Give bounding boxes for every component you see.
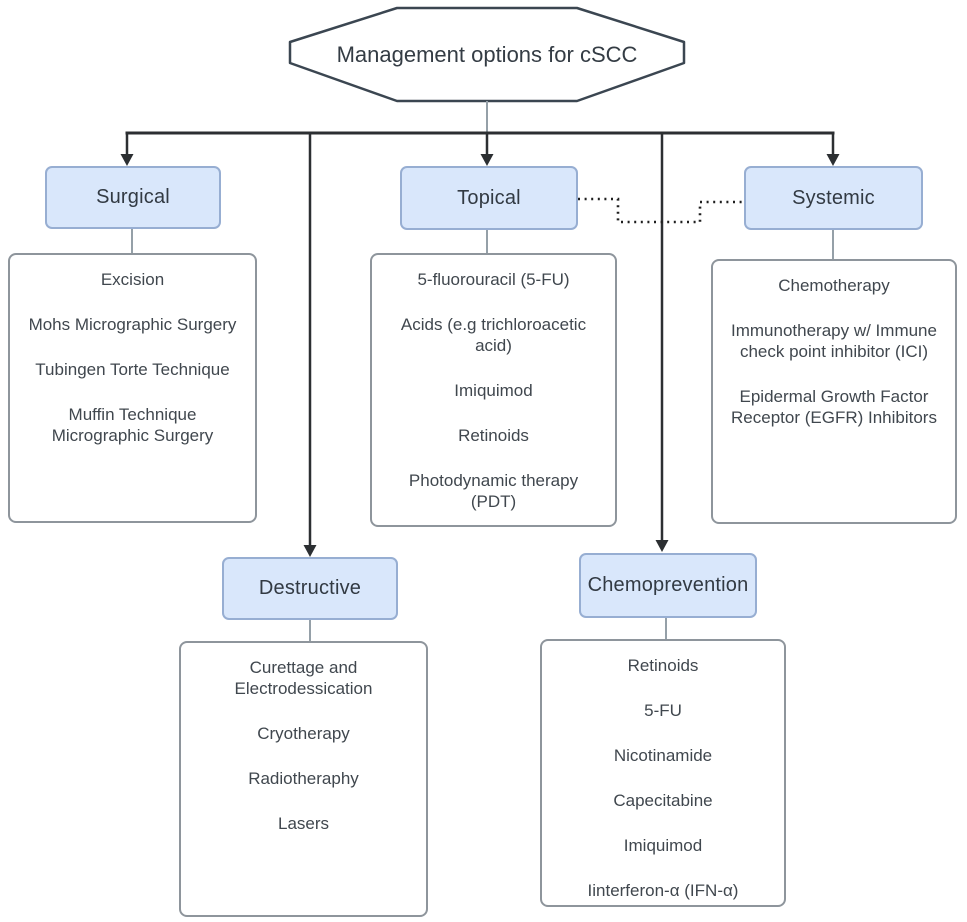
category-surgical: Surgical (45, 166, 221, 229)
category-surgical-label: Surgical (96, 186, 170, 208)
list-item: Mohs Micrographic Surgery (28, 315, 237, 335)
list-item: Retinoids (458, 426, 529, 446)
list-systemic: Chemotherapy Immunotherapy w/ Immune che… (711, 259, 957, 524)
list-item: Photodynamic therapy (PDT) (408, 471, 579, 512)
category-systemic-label: Systemic (792, 186, 875, 209)
list-item: Retinoids (627, 656, 699, 675)
arrowhead-systemic (826, 154, 840, 166)
category-systemic: Systemic (744, 166, 923, 230)
list-item: Immunotherapy w/ Immune check point inhi… (731, 321, 937, 362)
arrowhead-topical (480, 154, 494, 166)
list-destructive: Curettage and Electrodessication Cryothe… (179, 641, 428, 917)
dotted-link-topical-systemic (578, 197, 742, 224)
list-surgical: Excision Mohs Micrographic Surgery Tubin… (8, 253, 257, 523)
list-item: Epidermal Growth Factor Receptor (EGFR) … (731, 387, 937, 428)
list-item: Nicotinamide (613, 746, 713, 766)
list-item: 5-fluorouracil (5-FU) (417, 270, 570, 289)
category-destructive-label: Destructive (258, 577, 362, 599)
arrowhead-surgical (120, 154, 134, 166)
list-item: Curettage and Electrodessication (234, 658, 373, 699)
list-item: Lasers (277, 814, 330, 834)
list-item: Muffin Technique Micrographic Surgery (51, 405, 214, 446)
root-octagon-shape (288, 6, 686, 103)
category-topical: Topical (400, 166, 578, 230)
list-item: Excision (100, 270, 165, 289)
list-item: Imiquimod (623, 836, 703, 856)
list-chemoprevention: Retinoids 5-FU Nicotinamide Capecitabine… (540, 639, 786, 907)
list-item: Tubingen Torte Technique (35, 360, 230, 380)
list-item: Radiotheraphy (248, 769, 359, 789)
list-item: Cryotherapy (257, 724, 350, 744)
category-topical-label: Topical (457, 186, 521, 209)
list-item: Chemotherapy (778, 276, 890, 295)
list-topical: 5-fluorouracil (5-FU) Acids (e.g trichlo… (370, 253, 617, 527)
list-item: Acids (e.g trichloroacetic acid) (400, 315, 587, 356)
category-destructive: Destructive (222, 557, 398, 620)
list-item: Capecitabine (613, 791, 713, 811)
arrowhead-chemoprevention (655, 540, 669, 552)
list-item: Imiquimod (454, 381, 533, 401)
category-chemoprevention-label: Chemoprevention (587, 574, 749, 596)
root-node-label: Management options for cSCC (336, 41, 638, 67)
category-chemoprevention: Chemoprevention (579, 553, 757, 618)
list-item: Iinterferon-α (IFN-α) (587, 881, 739, 901)
arrowhead-destructive (303, 545, 317, 557)
list-item: 5-FU (644, 701, 682, 721)
